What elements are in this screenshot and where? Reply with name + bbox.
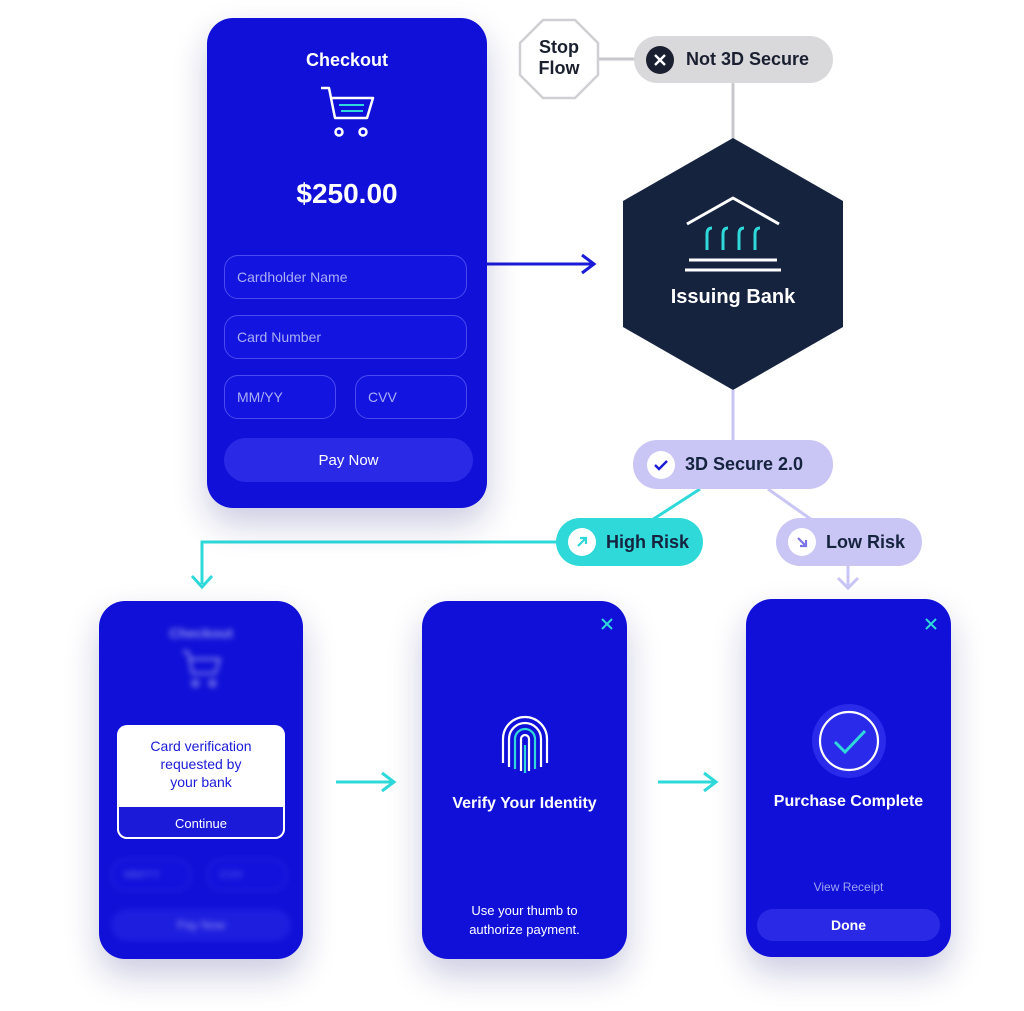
blurred-cvv: CVV [207, 859, 287, 891]
blurred-cart-icon [182, 650, 222, 688]
verification-phone: Checkout MM/YY CVV Pay Now Card verifica… [99, 601, 303, 959]
stop-flow-octagon [518, 18, 600, 100]
issuing-bank-label: Issuing Bank [670, 286, 796, 308]
stop-flow-line1: Stop [539, 37, 579, 57]
close-icon[interactable] [600, 617, 614, 631]
blurred-expiry: MM/YY [111, 859, 191, 891]
done-button[interactable]: Done [757, 909, 940, 941]
identity-hint-line2: authorize payment. [469, 922, 580, 937]
close-icon[interactable] [924, 617, 938, 631]
success-check-icon [812, 704, 886, 778]
not-3d-secure-label: Not 3D Secure [686, 49, 810, 69]
cardholder-name-input[interactable]: Cardholder Name [224, 255, 467, 299]
identity-hint-line1: Use your thumb to [471, 903, 578, 918]
modal-line1: Card verification [150, 738, 252, 754]
check-circle-icon [647, 450, 675, 479]
checkout-title: Checkout [305, 50, 388, 70]
modal-message: Card verification requested by your bank [117, 737, 285, 791]
card-number-input[interactable]: Card Number [224, 315, 467, 359]
high-risk-pill: High Risk [556, 518, 703, 566]
close-circle-icon [646, 45, 674, 74]
low-risk-label: Low Risk [826, 531, 906, 552]
fingerprint-icon [501, 715, 549, 773]
bank-icon [685, 196, 781, 272]
not-3d-secure-pill: Not 3D Secure [634, 36, 833, 83]
checkout-phone: Checkout $250.00 Cardholder Name Card Nu… [207, 18, 487, 508]
expiry-input[interactable]: MM/YY [224, 375, 336, 419]
blurred-title: Checkout [169, 625, 233, 641]
modal-line3: your bank [170, 774, 232, 790]
stop-flow-label: Stop Flow [518, 37, 600, 79]
high-risk-label: High Risk [606, 531, 690, 552]
identity-title: Verify Your Identity [452, 795, 597, 812]
stop-flow-line2: Flow [538, 58, 580, 78]
continue-button[interactable]: Continue [117, 805, 285, 839]
cart-icon [321, 86, 375, 137]
view-receipt-link[interactable]: View Receipt [813, 880, 884, 894]
3d-secure-pill: 3D Secure 2.0 [633, 440, 833, 489]
arrow-up-right-icon [568, 528, 596, 556]
identity-hint: Use your thumb to authorize payment. [422, 901, 627, 939]
cvv-input[interactable]: CVV [355, 375, 467, 419]
pay-now-button[interactable]: Pay Now [224, 438, 473, 482]
amount-text: $250.00 [296, 178, 398, 209]
arrow-down-right-icon [788, 528, 816, 556]
complete-title: Purchase Complete [773, 793, 924, 810]
verification-modal: Card verification requested by your bank… [117, 725, 285, 839]
issuing-bank-hexagon [623, 138, 843, 390]
blurred-pay-button: Pay Now [111, 909, 291, 941]
complete-phone: Purchase Complete View Receipt Done [746, 599, 951, 957]
modal-line2: requested by [160, 756, 242, 772]
3d-secure-label: 3D Secure 2.0 [685, 454, 804, 474]
low-risk-pill: Low Risk [776, 518, 922, 566]
identity-phone: Verify Your Identity Use your thumb to a… [422, 601, 627, 959]
